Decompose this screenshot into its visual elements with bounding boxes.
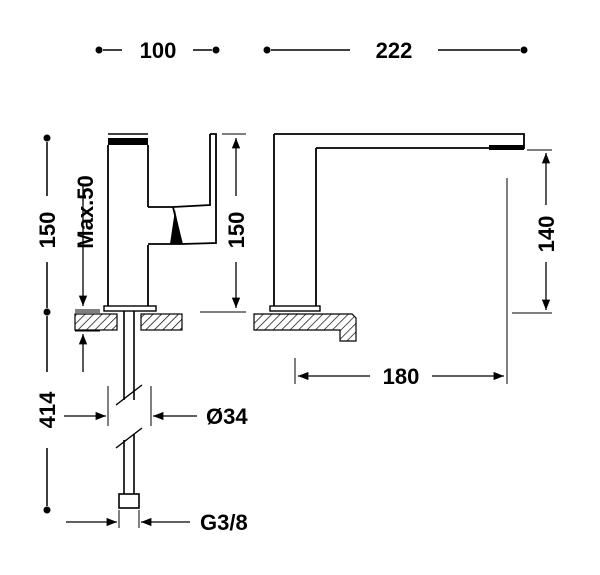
max-thickness-dimension: Max.50 <box>73 175 100 372</box>
counter-section-right <box>253 313 357 342</box>
top-width-right-label: 222 <box>376 38 413 63</box>
pipe-length-dimension: 414 <box>35 316 60 514</box>
pipe-length-label: 414 <box>35 391 60 428</box>
right-height-dimension: 140 <box>512 149 559 314</box>
counter-section-left <box>74 311 183 331</box>
faucet-front-view <box>269 133 525 312</box>
connection-thread-label: G3/8 <box>200 510 248 535</box>
right-height-label: 140 <box>534 216 559 253</box>
top-width-right-dimension: 222 <box>263 38 528 63</box>
hole-diameter-dimension: Ø34 <box>64 386 248 429</box>
hole-diameter-label: Ø34 <box>206 404 248 429</box>
max-thickness-label: Max.50 <box>73 175 98 248</box>
spout-reach-dimension: 180 <box>294 178 508 389</box>
mid-height-dimension: 150 <box>200 133 249 313</box>
mid-height-label: 150 <box>224 212 249 249</box>
top-width-left-label: 100 <box>140 38 177 63</box>
top-width-left-dimension: 100 <box>95 38 220 63</box>
faucet-side-view <box>103 133 217 312</box>
left-height-label: 150 <box>35 212 60 249</box>
supply-pipe <box>115 311 143 509</box>
left-height-dimension: 150 <box>35 134 60 316</box>
spout-reach-label: 180 <box>383 364 420 389</box>
connection-thread-dimension: G3/8 <box>66 510 248 535</box>
